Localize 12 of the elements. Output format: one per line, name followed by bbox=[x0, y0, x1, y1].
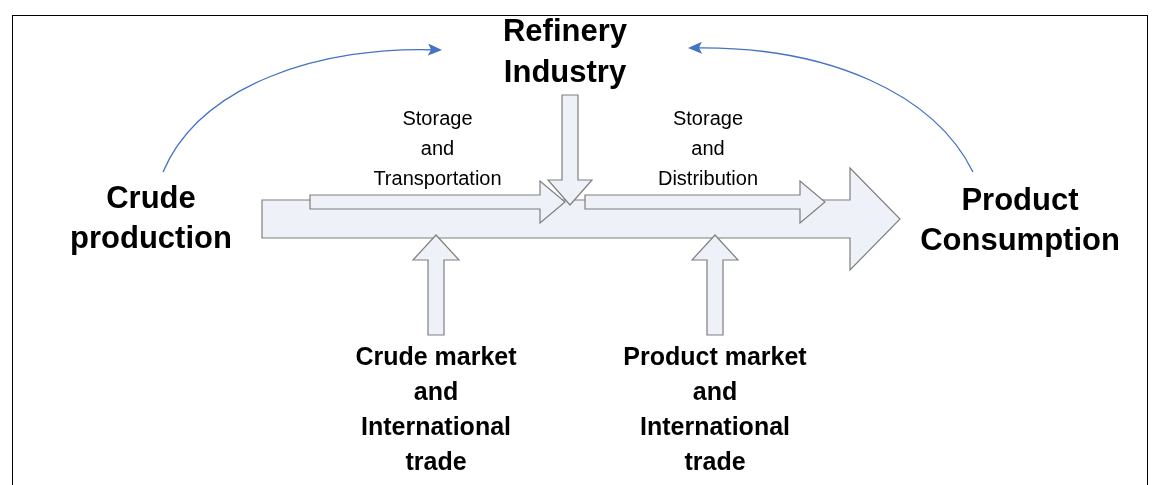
stage-label: Crude production bbox=[69, 178, 233, 257]
stage-label: Refinery Industry bbox=[501, 12, 628, 91]
block-arrow bbox=[411, 234, 461, 336]
curved-arrow bbox=[688, 42, 974, 173]
stage-label: Product market and International trade bbox=[622, 341, 808, 477]
stage-label: Crude market and International trade bbox=[354, 341, 518, 477]
stage-label: Product Consumption bbox=[919, 180, 1121, 259]
block-arrow bbox=[546, 94, 594, 206]
block-arrow bbox=[690, 234, 740, 336]
arrow-label: Storage and Distribution bbox=[656, 106, 759, 191]
curved-arrow bbox=[162, 43, 442, 173]
arrow-label: Storage and Transportation bbox=[372, 106, 503, 191]
